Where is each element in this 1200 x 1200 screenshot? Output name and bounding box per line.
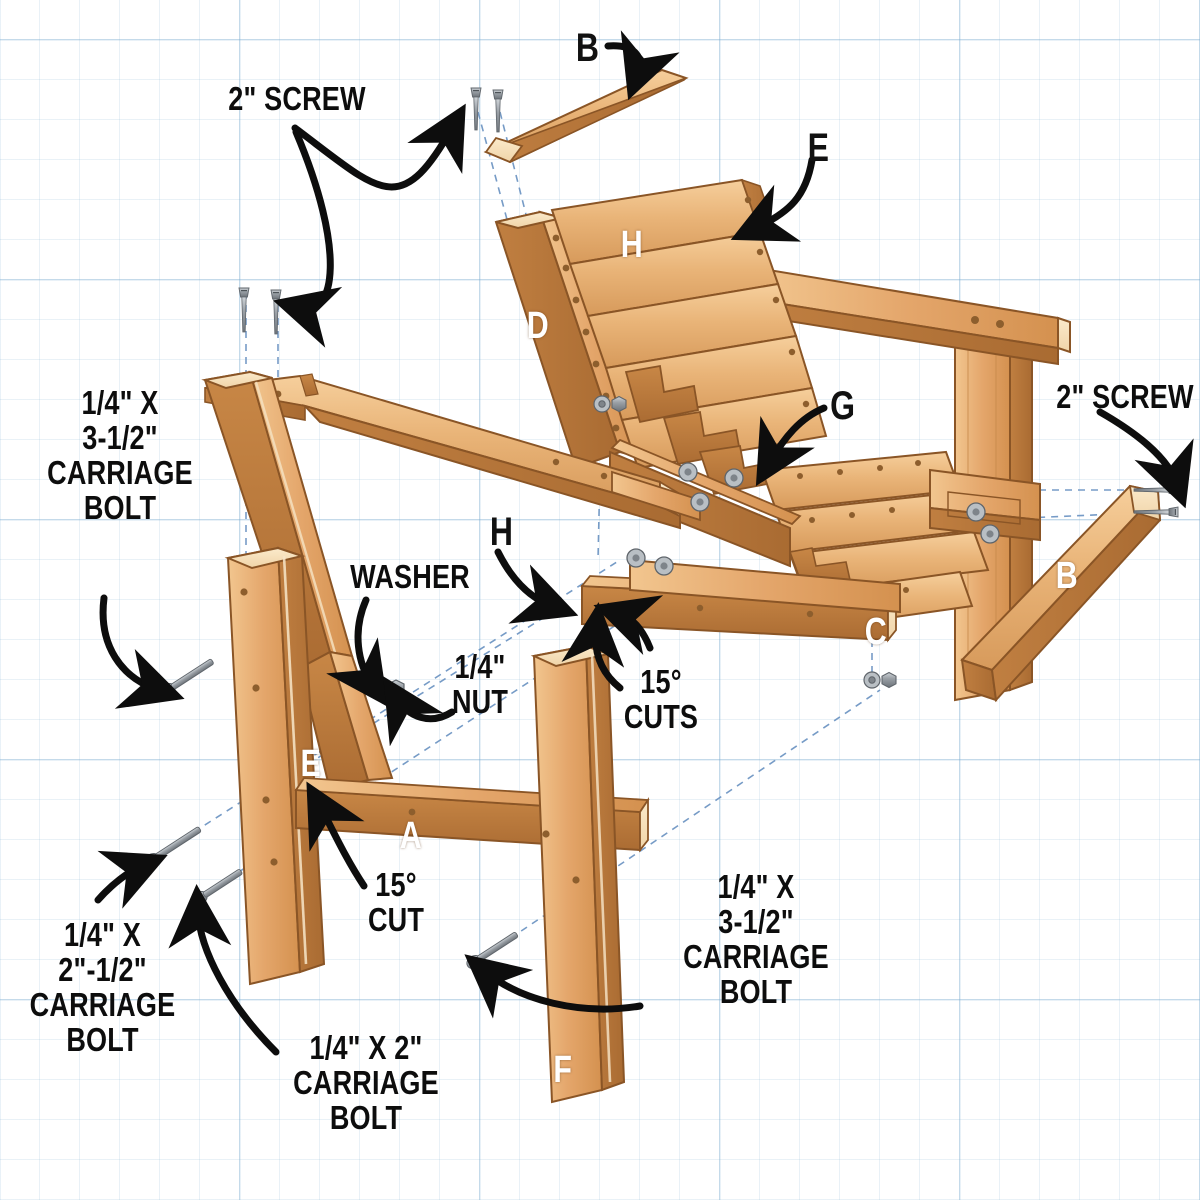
top-cleat-board-b bbox=[483, 68, 689, 164]
arrow-15-cuts-b bbox=[561, 602, 625, 692]
carriage-bolt-center bbox=[192, 869, 243, 905]
front-seat-edge-board bbox=[629, 558, 901, 614]
arrow-cbolt-35-left bbox=[99, 594, 185, 709]
washer-nut-right bbox=[863, 671, 897, 689]
carriage-bolt-right bbox=[466, 932, 519, 969]
callout-arrows bbox=[94, 30, 1194, 1056]
washer-nut-mid bbox=[593, 395, 627, 413]
arrow-cbolt-35-right bbox=[464, 954, 644, 1019]
joint-bolts-cluster bbox=[626, 462, 1000, 576]
screw-pair-upper-right bbox=[470, 87, 504, 133]
arrow-15-cut bbox=[306, 781, 368, 890]
arrow-part-g bbox=[755, 404, 828, 487]
arrow-screw-to-right bbox=[291, 103, 466, 191]
arrow-cbolt-2 bbox=[168, 884, 280, 1056]
left-front-leg bbox=[224, 546, 326, 986]
front-leg-f bbox=[530, 644, 626, 1104]
carriage-bolt-left-lower bbox=[144, 826, 202, 867]
arrow-part-h bbox=[494, 548, 579, 624]
screw-pair-upper-left bbox=[238, 287, 282, 335]
arrow-part-e-top bbox=[730, 156, 816, 242]
right-arm-board bbox=[756, 266, 1071, 366]
arrow-part-b-top bbox=[604, 30, 680, 101]
arrow-screw-right bbox=[1096, 408, 1194, 509]
arrow-washer bbox=[326, 596, 389, 707]
carriage-bolt-left-upper bbox=[160, 658, 214, 697]
arrow-screw-to-left bbox=[273, 128, 343, 348]
left-rear-brace bbox=[611, 470, 701, 522]
arrow-cbolt-25 bbox=[94, 850, 168, 909]
arrow-nut bbox=[383, 676, 456, 747]
right-seat-bracket bbox=[929, 468, 1041, 542]
